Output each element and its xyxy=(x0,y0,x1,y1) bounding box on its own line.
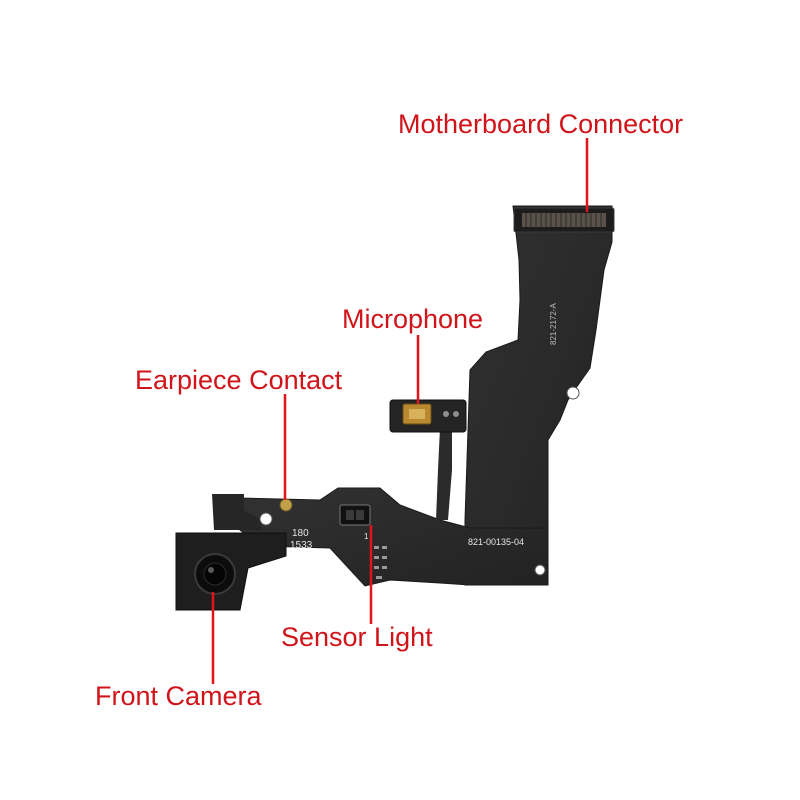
board-print-line2: 1533 xyxy=(290,540,313,551)
earpiece-stub xyxy=(212,494,262,530)
sensor-window xyxy=(346,510,354,520)
mic-pad xyxy=(453,411,459,417)
mic-pad xyxy=(443,411,449,417)
label-front-camera: Front Camera xyxy=(95,681,262,711)
camera-lens xyxy=(203,562,227,586)
earpiece-contact-pad xyxy=(279,498,293,512)
flex-ribbon-lower xyxy=(237,487,549,587)
camera-lens-glint xyxy=(208,567,214,573)
label-motherboard-connector: Motherboard Connector xyxy=(398,109,684,139)
smd-components xyxy=(374,546,387,579)
label-sensor-light: Sensor Light xyxy=(281,622,433,652)
label-earpiece-contact: Earpiece Contact xyxy=(135,365,343,395)
sensor-pin-marker: 1 xyxy=(364,532,369,541)
sensor-light-module xyxy=(339,504,371,526)
board-print-line1: 180 xyxy=(292,528,309,539)
mount-hole xyxy=(566,386,580,400)
microphone-trace xyxy=(436,428,452,520)
microphone-port xyxy=(409,409,425,419)
mount-hole xyxy=(534,564,546,576)
sensor-window xyxy=(356,510,364,520)
board-upper-code: 821-2172-A xyxy=(549,303,558,345)
callout-leader-lines xyxy=(211,138,589,684)
connector-pins xyxy=(525,213,602,227)
board-part-number: 821-00135-04 xyxy=(468,537,524,547)
mount-hole xyxy=(259,512,273,526)
connector-contacts xyxy=(522,213,606,227)
flex-ribbon-upper xyxy=(464,205,613,586)
label-microphone: Microphone xyxy=(342,304,484,334)
